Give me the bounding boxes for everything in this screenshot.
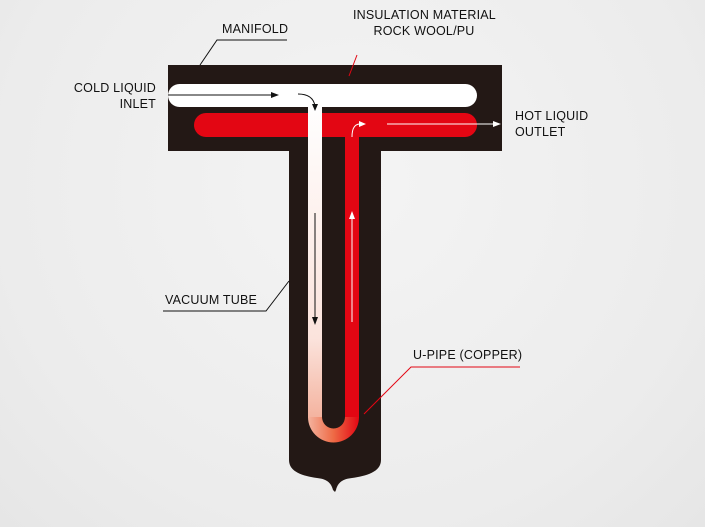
leader-line-insulation (348, 54, 358, 77)
flow-arrow-up (349, 211, 355, 322)
vacuum-tube-label: VACUUM TUBE (165, 292, 257, 308)
leader-line-manifold (199, 39, 287, 66)
flow-arrow-down (312, 213, 318, 325)
hot-outlet-label-line1: HOT LIQUID (515, 109, 589, 123)
insulation-label-line1: INSULATION MATERIAL (353, 8, 496, 22)
u-pipe-label: U-PIPE (COPPER) (413, 347, 522, 363)
manifold-label: MANIFOLD (222, 21, 288, 37)
cold-inlet-pipe (168, 84, 477, 107)
leader-line-u-pipe (363, 366, 520, 415)
flow-arrow-turn-out (351, 121, 366, 138)
cold-inlet-label: COLD LIQUID INLET (60, 80, 156, 112)
u-pipe-label-text: U-PIPE (COPPER) (413, 348, 523, 362)
hot-outlet-label-line2: OUTLET (515, 125, 566, 139)
u-pipe-bend (308, 417, 359, 443)
cold-inlet-label-line1: COLD LIQUID (73, 81, 156, 95)
cold-inlet-label-line2: INLET (119, 97, 156, 111)
manifold-label-text: MANIFOLD (222, 22, 289, 36)
flow-arrow-turn-down (297, 93, 318, 111)
insulation-label: INSULATION MATERIAL ROCK WOOL/PU (353, 7, 496, 39)
flow-arrow-cold-inlet (168, 92, 279, 98)
hot-outlet-label: HOT LIQUID OUTLET (515, 108, 588, 140)
hot-outlet-pipe (194, 113, 477, 137)
manifold-housing (168, 65, 502, 151)
flow-arrow-hot-outlet (387, 121, 501, 127)
insulation-label-line2: ROCK WOOL/PU (373, 24, 475, 38)
leader-line-vacuum-tube (163, 280, 290, 312)
vacuum-tube-label-text: VACUUM TUBE (165, 293, 258, 307)
